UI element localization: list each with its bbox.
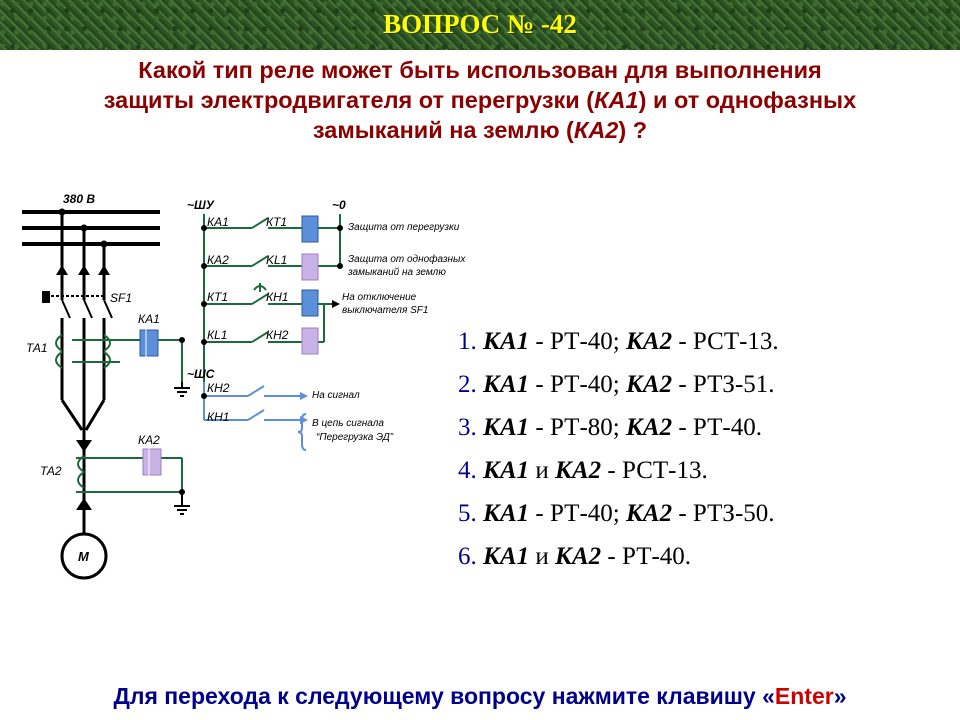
- answer-number: 1.: [458, 328, 483, 355]
- contact-kh1b-label: КН1: [207, 410, 229, 424]
- relay-kh1-coil: [301, 289, 319, 317]
- answer-text-d: - РТ-40.: [601, 543, 692, 570]
- answer-relay-c: КА2: [625, 414, 673, 441]
- contact-kh2-label: КН2: [266, 328, 289, 342]
- contact-kl1-label: KL1: [266, 253, 287, 267]
- shc-label: ~ШС: [187, 367, 215, 381]
- answer-relay-c: КА2: [625, 328, 673, 355]
- contact-kh1-label: КН1: [266, 290, 288, 304]
- answer-text-d: - РТЗ-51.: [672, 371, 775, 398]
- contact-kl1b-label: КL1: [207, 328, 227, 342]
- answer-text-b: - РТ-40;: [529, 500, 626, 527]
- answer-text-b: и: [529, 543, 556, 570]
- answer-relay-a: КА1: [483, 457, 530, 484]
- answer-number: 2.: [458, 371, 483, 398]
- ta1-label: ТА1: [26, 341, 48, 355]
- answer-relay-a: КА1: [483, 543, 530, 570]
- zero-label: ~0: [332, 198, 346, 212]
- contact-kt1b-label: КТ1: [207, 290, 228, 304]
- note-overload: Защита от перегрузки: [348, 222, 460, 233]
- header-banner: ВОПРОС № -42: [0, 0, 960, 50]
- phase-lines: [60, 212, 106, 540]
- footer-instruction: Для перехода к следующему вопросу нажмит…: [0, 683, 960, 710]
- answer-text-b: - РТ-80;: [529, 414, 626, 441]
- answer-text-d: - РТЗ-50.: [672, 500, 775, 527]
- question-ka1: КА1: [594, 87, 639, 113]
- motor-label: М: [78, 549, 90, 564]
- answer-text-d: - РСТ-13.: [672, 328, 779, 355]
- answer-relay-c: КА2: [625, 500, 673, 527]
- answer-number: 4.: [458, 457, 483, 484]
- answer-text-d: - РТ-40.: [672, 414, 762, 441]
- answer-number: 5.: [458, 500, 483, 527]
- question-line-3-b: ) ?: [618, 117, 648, 143]
- answer-text-b: - РТ-40;: [529, 371, 626, 398]
- answer-option-4[interactable]: 4. КА1 и КА2 - РСТ-13.: [458, 456, 779, 499]
- power-bus: [22, 210, 160, 246]
- answer-text-b: - РТ-40;: [529, 328, 626, 355]
- question-line-1: Какой тип реле может быть использован дл…: [138, 57, 822, 83]
- ct-ta2: [76, 455, 183, 493]
- answer-option-6[interactable]: 6. КА1 и КА2 - РТ-40.: [458, 542, 779, 585]
- motor-icon: [60, 532, 108, 580]
- relay-kh2-coil: [301, 327, 319, 355]
- answer-relay-a: КА1: [483, 500, 530, 527]
- question-text: Какой тип реле может быть использован дл…: [40, 55, 920, 145]
- answer-option-5[interactable]: 5. КА1 - РТ-40; КА2 - РТЗ-50.: [458, 499, 779, 542]
- breaker-sf1: [42, 291, 113, 319]
- answer-text-d: - РСТ-13.: [601, 457, 708, 484]
- answer-number: 6.: [458, 543, 483, 570]
- answer-option-1[interactable]: 1. КА1 - РТ-40; КА2 - РСТ-13.: [458, 327, 779, 370]
- enter-key-label: Enter: [774, 683, 834, 709]
- ka1-coil-label: КА1: [138, 312, 160, 326]
- note-ground-b: замыканий на землю: [347, 267, 446, 278]
- voltage-label: 380 В: [63, 192, 95, 206]
- contact-ka2-label: КА2: [207, 253, 229, 267]
- note-trip-a: На отключение: [342, 292, 417, 303]
- shu-label: ~ШУ: [187, 198, 215, 212]
- contact-ka1-label: КА1: [207, 215, 229, 229]
- ct-ta1: [55, 334, 183, 382]
- relay-kl1-coil: [301, 253, 319, 281]
- answer-relay-c: КА2: [625, 371, 673, 398]
- circuit-diagram: 380 В SF1 ТА1 КА1: [22, 192, 466, 580]
- relay-ka2-coil: [142, 448, 162, 476]
- answer-option-2[interactable]: 2. КА1 - РТ-40; КА2 - РТЗ-51.: [458, 370, 779, 413]
- answer-relay-c: КА2: [555, 457, 602, 484]
- relay-ka1-coil: [139, 329, 159, 357]
- ta2-label: ТА2: [40, 464, 62, 478]
- question-line-2-b: ) и от однофазных: [638, 87, 857, 113]
- contact-kh2b-label: КН2: [207, 381, 230, 395]
- footer-text: Для перехода к следующему вопросу нажмит…: [113, 683, 775, 709]
- answer-relay-a: КА1: [483, 371, 530, 398]
- contact-kt1-label: КТ1: [266, 215, 287, 229]
- note-circuit-a: В цепь сигнала: [312, 418, 384, 429]
- ka2-coil-label: КА2: [138, 433, 160, 447]
- answer-option-3[interactable]: 3. КА1 - РТ-80; КА2 - РТ-40.: [458, 413, 779, 456]
- page-title: ВОПРОС № -42: [383, 9, 577, 39]
- question-line-3-a: замыканий на землю (: [312, 117, 574, 143]
- question-line-2: защиты электродвигателя от перегрузки (К…: [40, 85, 920, 115]
- note-circuit-b: “Перегрузка ЭД”: [316, 432, 394, 443]
- answer-relay-a: КА1: [483, 414, 530, 441]
- note-ground-a: Защита от однофазных: [348, 253, 466, 265]
- answer-number: 3.: [458, 414, 483, 441]
- question-ka2: КА2: [573, 117, 619, 143]
- answer-text-b: и: [529, 457, 556, 484]
- note-signal: На сигнал: [312, 390, 360, 401]
- answer-relay-a: КА1: [483, 328, 530, 355]
- answer-list: 1. КА1 - РТ-40; КА2 - РСТ-13. 2. КА1 - Р…: [458, 327, 779, 585]
- question-line-2-a: защиты электродвигателя от перегрузки (: [103, 87, 595, 113]
- footer-suffix: »: [833, 683, 847, 709]
- question-line-3: замыканий на землю (КА2) ?: [40, 115, 920, 145]
- answer-relay-c: КА2: [555, 543, 602, 570]
- note-trip-b: выключателя SF1: [342, 305, 428, 316]
- relay-kt1-coil: [301, 215, 319, 243]
- sf1-label: SF1: [110, 291, 132, 305]
